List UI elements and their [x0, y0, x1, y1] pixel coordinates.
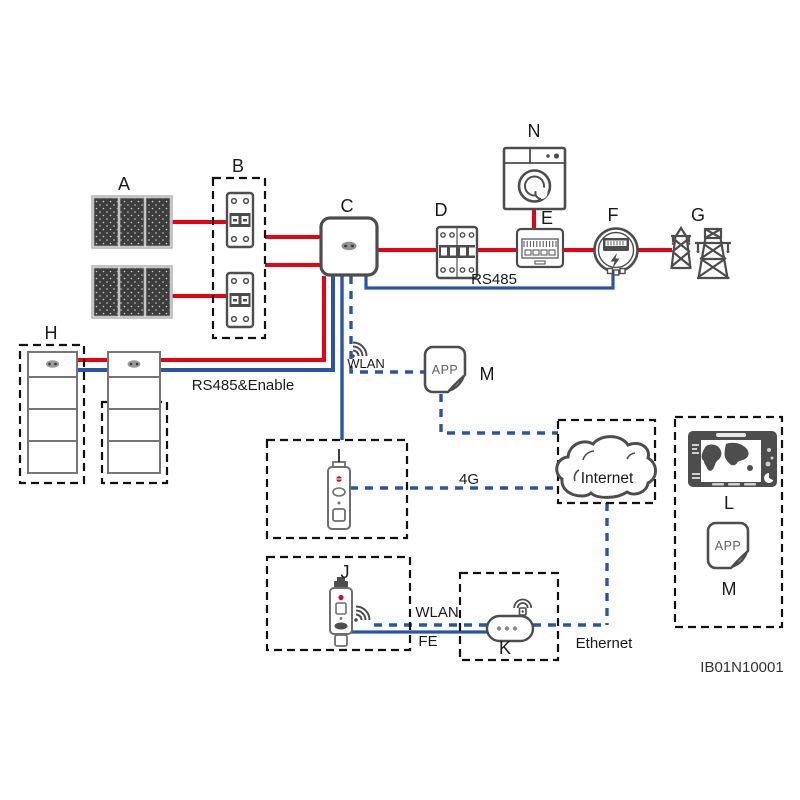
app-file-icon: APP — [423, 345, 467, 394]
box-management-system — [673, 415, 784, 629]
battery-tower-left — [27, 351, 78, 474]
label-terminal-box: E — [541, 208, 553, 228]
washing-machine-icon — [502, 146, 567, 211]
box-router — [458, 571, 560, 662]
app-file-icon-remote: APP — [706, 521, 750, 570]
dc-breaker-bottom — [225, 271, 255, 329]
monitor-map-icon — [688, 431, 777, 487]
battery-tower-right — [107, 351, 161, 474]
label-app-remote: M — [722, 579, 737, 599]
link-app-to-internet — [439, 394, 558, 435]
label-fe: FE — [418, 633, 437, 650]
usb-dongle-wifi-icon — [329, 577, 371, 647]
box-dongle-wlan-fe — [265, 555, 412, 652]
wifi-signal-icon — [354, 605, 371, 622]
terminal-block-icon — [515, 227, 565, 269]
label-load: N — [528, 121, 541, 141]
label-4g: 4G — [459, 471, 479, 488]
label-ac-breaker: D — [435, 200, 448, 220]
wire-battery-to-inverter-red — [160, 276, 326, 362]
tower-small — [670, 225, 692, 270]
link-labels: RS485 RS485&Enable WLAN 4G WLAN FE Ether… — [192, 271, 633, 652]
label-power-meter: F — [608, 205, 619, 225]
figure-code: IB01N10001 — [700, 659, 783, 676]
circuit-breaker-4p-icon — [435, 225, 479, 280]
dc-breaker-top — [225, 191, 255, 249]
link-inverter-wlan-to-app — [349, 276, 425, 374]
wire-meter-rs485 — [364, 273, 615, 290]
label-inverter: C — [341, 196, 354, 216]
battery-stack-icon — [27, 351, 161, 474]
label-power-grid: G — [691, 205, 705, 225]
usb-dongle-icon — [327, 461, 351, 530]
app-text: APP — [715, 539, 742, 553]
signal-wires-blue-solid — [77, 273, 615, 634]
node-labels: A B C D E F G H I J K L M M N — [45, 121, 737, 658]
tower-large — [695, 227, 731, 280]
label-dc-breakers: B — [232, 156, 244, 176]
box-battery-left — [18, 343, 86, 485]
box-dc-breakers — [211, 176, 267, 340]
label-battery: H — [45, 323, 58, 343]
cloud-icon: Internet — [555, 435, 657, 499]
router-icon — [485, 598, 535, 643]
label-ethernet: Ethernet — [576, 635, 634, 652]
label-rs485-enable: RS485&Enable — [192, 377, 295, 394]
power-meter-icon — [593, 227, 639, 276]
app-text: APP — [432, 363, 459, 377]
label-rs485: RS485 — [471, 271, 517, 288]
solar-panel-icon — [91, 195, 173, 319]
label-dongle-4g: I — [336, 446, 341, 466]
transmission-tower-icon — [670, 225, 731, 280]
label-monitor-screen: L — [724, 493, 734, 513]
label-pv-array: A — [118, 174, 130, 194]
wlan-signal-icon — [351, 341, 368, 358]
label-dongle-wlan-fe: J — [341, 562, 350, 582]
internet-label: Internet — [581, 470, 634, 487]
label-router: K — [499, 638, 511, 658]
wire-battery-rs485-enable — [160, 276, 335, 372]
wireless-links-blue-dashed — [349, 276, 609, 627]
label-app-local: M — [480, 364, 495, 384]
dc-ac-power-wires-red — [77, 209, 672, 362]
circuit-breaker-2p-icon — [225, 191, 255, 329]
label-wlan-inverter: WLAN — [347, 356, 385, 371]
inverter-icon — [319, 216, 379, 277]
box-dongle-4g — [265, 438, 409, 540]
label-wlan-router: WLAN — [415, 604, 458, 621]
